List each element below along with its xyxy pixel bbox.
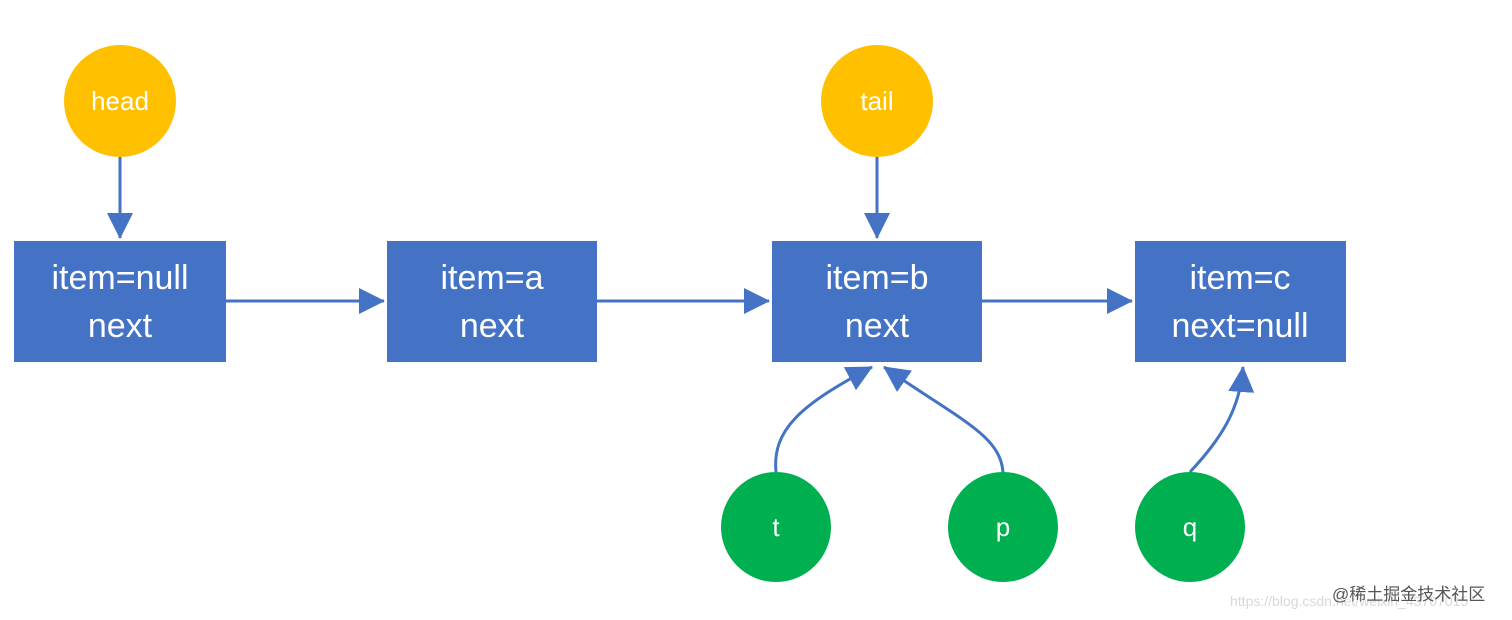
p-cursor-label: p (996, 512, 1010, 542)
node-item-label: item=a (441, 259, 544, 297)
p-arrow (883, 365, 1005, 473)
t-cursor-label: t (772, 512, 780, 542)
node-next-label: next=null (1171, 307, 1308, 345)
tail-pointer: tail (821, 45, 933, 157)
list-node-a: item=a next (387, 241, 597, 362)
node-next-label: next (460, 307, 525, 345)
head-pointer-label: head (91, 86, 149, 116)
node-item-label: item=c (1189, 259, 1290, 297)
q-cursor-label: q (1183, 512, 1197, 542)
watermark-brand: @稀土掘金技术社区 (1332, 585, 1486, 604)
node-item-label: item=b (826, 259, 929, 297)
tail-pointer-label: tail (860, 86, 893, 116)
p-cursor: p (948, 472, 1058, 582)
q-arrow (1188, 366, 1255, 474)
list-node-c: item=c next=null (1135, 241, 1346, 362)
node-next-label: next (845, 307, 910, 345)
list-node-b: item=b next (772, 241, 982, 362)
node-next-label: next (88, 307, 153, 345)
t-cursor: t (721, 472, 831, 582)
list-node-null: item=null next (14, 241, 226, 362)
watermark-url: https://blog.csdn.net/weixin_43707015 (1230, 593, 1469, 609)
t-arrow (774, 365, 873, 473)
head-pointer: head (64, 45, 176, 157)
q-cursor: q (1135, 472, 1245, 582)
node-item-label: item=null (51, 259, 188, 297)
